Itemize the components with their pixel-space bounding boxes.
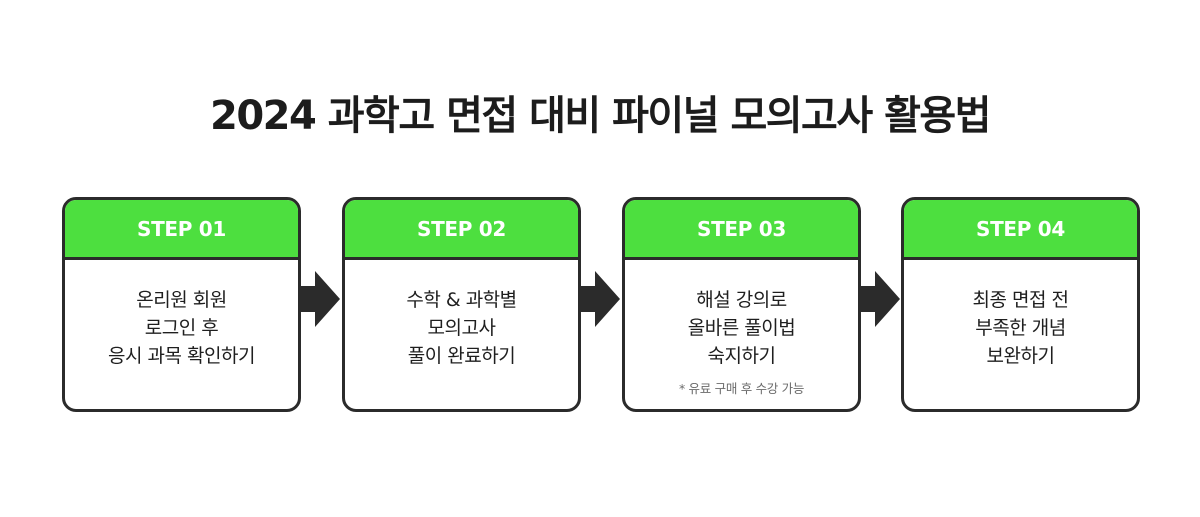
step-text-line: 부족한 개념 (975, 317, 1066, 339)
step-text-line: 해설 강의로 (696, 289, 787, 311)
step-description: 수학 & 과학별 모의고사 풀이 완료하기 (345, 260, 578, 370)
step-text-line: 올바른 풀이법 (687, 317, 796, 339)
step-text-line: 풀이 완료하기 (407, 345, 516, 367)
step-label: STEP 01 (65, 200, 298, 260)
step-description: 최종 면접 전 부족한 개념 보완하기 (904, 260, 1137, 370)
steps-flow: STEP 01 온리원 회원 로그인 후 응시 과목 확인하기 STEP 02 … (62, 197, 1140, 412)
right-arrow-icon (859, 271, 900, 327)
step-card-4: STEP 04 최종 면접 전 부족한 개념 보완하기 (901, 197, 1140, 412)
step-card-3: STEP 03 해설 강의로 올바른 풀이법 숙지하기 * 유료 구매 후 수강… (622, 197, 861, 412)
step-text-line: 모의고사 (427, 317, 496, 339)
step-text-line: 수학 & 과학별 (406, 289, 517, 311)
step-label: STEP 03 (625, 200, 858, 260)
step-card-1: STEP 01 온리원 회원 로그인 후 응시 과목 확인하기 (62, 197, 301, 412)
right-arrow-icon (299, 271, 340, 327)
step-description: 해설 강의로 올바른 풀이법 숙지하기 * 유료 구매 후 수강 가능 (625, 260, 858, 397)
step-text-line: 보완하기 (986, 345, 1055, 367)
step-footnote: * 유료 구매 후 수강 가능 (678, 381, 805, 396)
step-label: STEP 02 (345, 200, 578, 260)
step-text-line: 최종 면접 전 (972, 289, 1069, 311)
step-text-line: 숙지하기 (707, 345, 776, 367)
step-description: 온리원 회원 로그인 후 응시 과목 확인하기 (65, 260, 298, 370)
page-title: 2024 과학고 면접 대비 파이널 모의고사 활용법 (210, 93, 991, 139)
step-text-line: 응시 과목 확인하기 (108, 345, 255, 367)
step-text-line: 로그인 후 (144, 317, 219, 339)
step-card-2: STEP 02 수학 & 과학별 모의고사 풀이 완료하기 (342, 197, 581, 412)
step-text-line: 온리원 회원 (136, 289, 227, 311)
step-label: STEP 04 (904, 200, 1137, 260)
right-arrow-icon (579, 271, 620, 327)
